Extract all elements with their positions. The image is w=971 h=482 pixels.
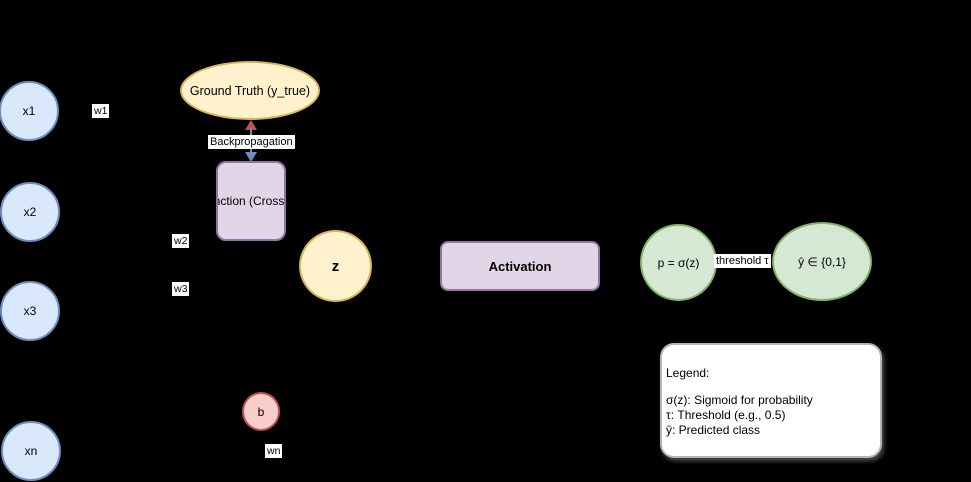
weight-label-w3: w3 <box>172 282 190 296</box>
legend-title: Legend: <box>666 366 710 380</box>
arrow-up-head-icon <box>245 120 257 130</box>
bias-node: b <box>242 392 280 431</box>
prediction-node: ŷ ∈ {0,1} <box>772 222 872 301</box>
legend-line-threshold: τ: Threshold (e.g., 0.5) <box>666 408 786 422</box>
weighted-sum-node-z: z <box>299 230 372 302</box>
loss-function-node: nction (Cross- <box>216 161 286 241</box>
weight-label-wn: wn <box>265 444 283 458</box>
input-node-x1: x1 <box>0 81 59 141</box>
legend-line-sigmoid: σ(z): Sigmoid for probability <box>666 393 813 407</box>
weight-label-w2: w2 <box>172 234 190 248</box>
input-node-xn: xn <box>1 421 61 481</box>
loss-function-label: nction (Cross- <box>216 194 286 208</box>
activation-node: Activation <box>440 241 600 291</box>
legend-box: Legend: σ(z): Sigmoid for probability τ:… <box>660 343 882 458</box>
threshold-label: threshold τ <box>714 254 771 268</box>
input-node-x3: x3 <box>0 281 60 341</box>
probability-node: p = σ(z) <box>640 224 717 301</box>
backpropagation-label: Backpropagation <box>208 135 295 149</box>
input-node-x2: x2 <box>0 182 60 242</box>
arrow-down-head-icon <box>245 152 257 162</box>
legend-line-prediction: ŷ: Predicted class <box>666 423 761 437</box>
weight-label-w1: w1 <box>92 104 110 118</box>
ground-truth-node: Ground Truth (y_true) <box>180 61 320 120</box>
